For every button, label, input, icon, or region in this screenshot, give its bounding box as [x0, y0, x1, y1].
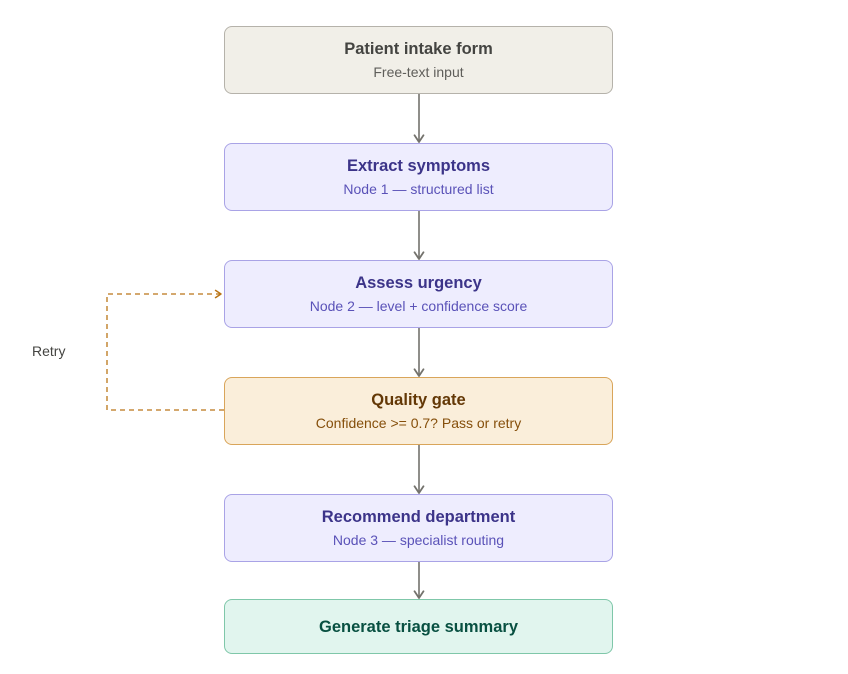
- node-recommend-department: Recommend department Node 3 — specialist…: [224, 494, 613, 562]
- node-subtitle: Node 1 — structured list: [343, 181, 494, 197]
- node-title: Quality gate: [371, 391, 466, 409]
- node-patient-intake-form: Patient intake form Free-text input: [224, 26, 613, 94]
- node-subtitle: Node 2 — level + confidence score: [309, 298, 528, 314]
- node-subtitle: Confidence >= 0.7? Pass or retry: [315, 415, 522, 431]
- node-generate-triage-summary: Generate triage summary: [224, 599, 613, 654]
- retry-loop-arrow: [106, 289, 224, 411]
- retry-edge-label: Retry: [32, 343, 66, 359]
- node-title: Patient intake form: [344, 40, 493, 58]
- node-extract-symptoms: Extract symptoms Node 1 — structured lis…: [224, 143, 613, 211]
- node-title: Extract symptoms: [346, 157, 491, 175]
- node-quality-gate: Quality gate Confidence >= 0.7? Pass or …: [224, 377, 613, 445]
- node-title: Recommend department: [321, 508, 516, 526]
- node-title: Generate triage summary: [318, 617, 518, 636]
- node-title: Assess urgency: [355, 274, 482, 292]
- node-subtitle: Free-text input: [373, 64, 464, 80]
- node-assess-urgency: Assess urgency Node 2 — level + confiden…: [224, 260, 613, 328]
- node-subtitle: Node 3 — specialist routing: [332, 532, 505, 548]
